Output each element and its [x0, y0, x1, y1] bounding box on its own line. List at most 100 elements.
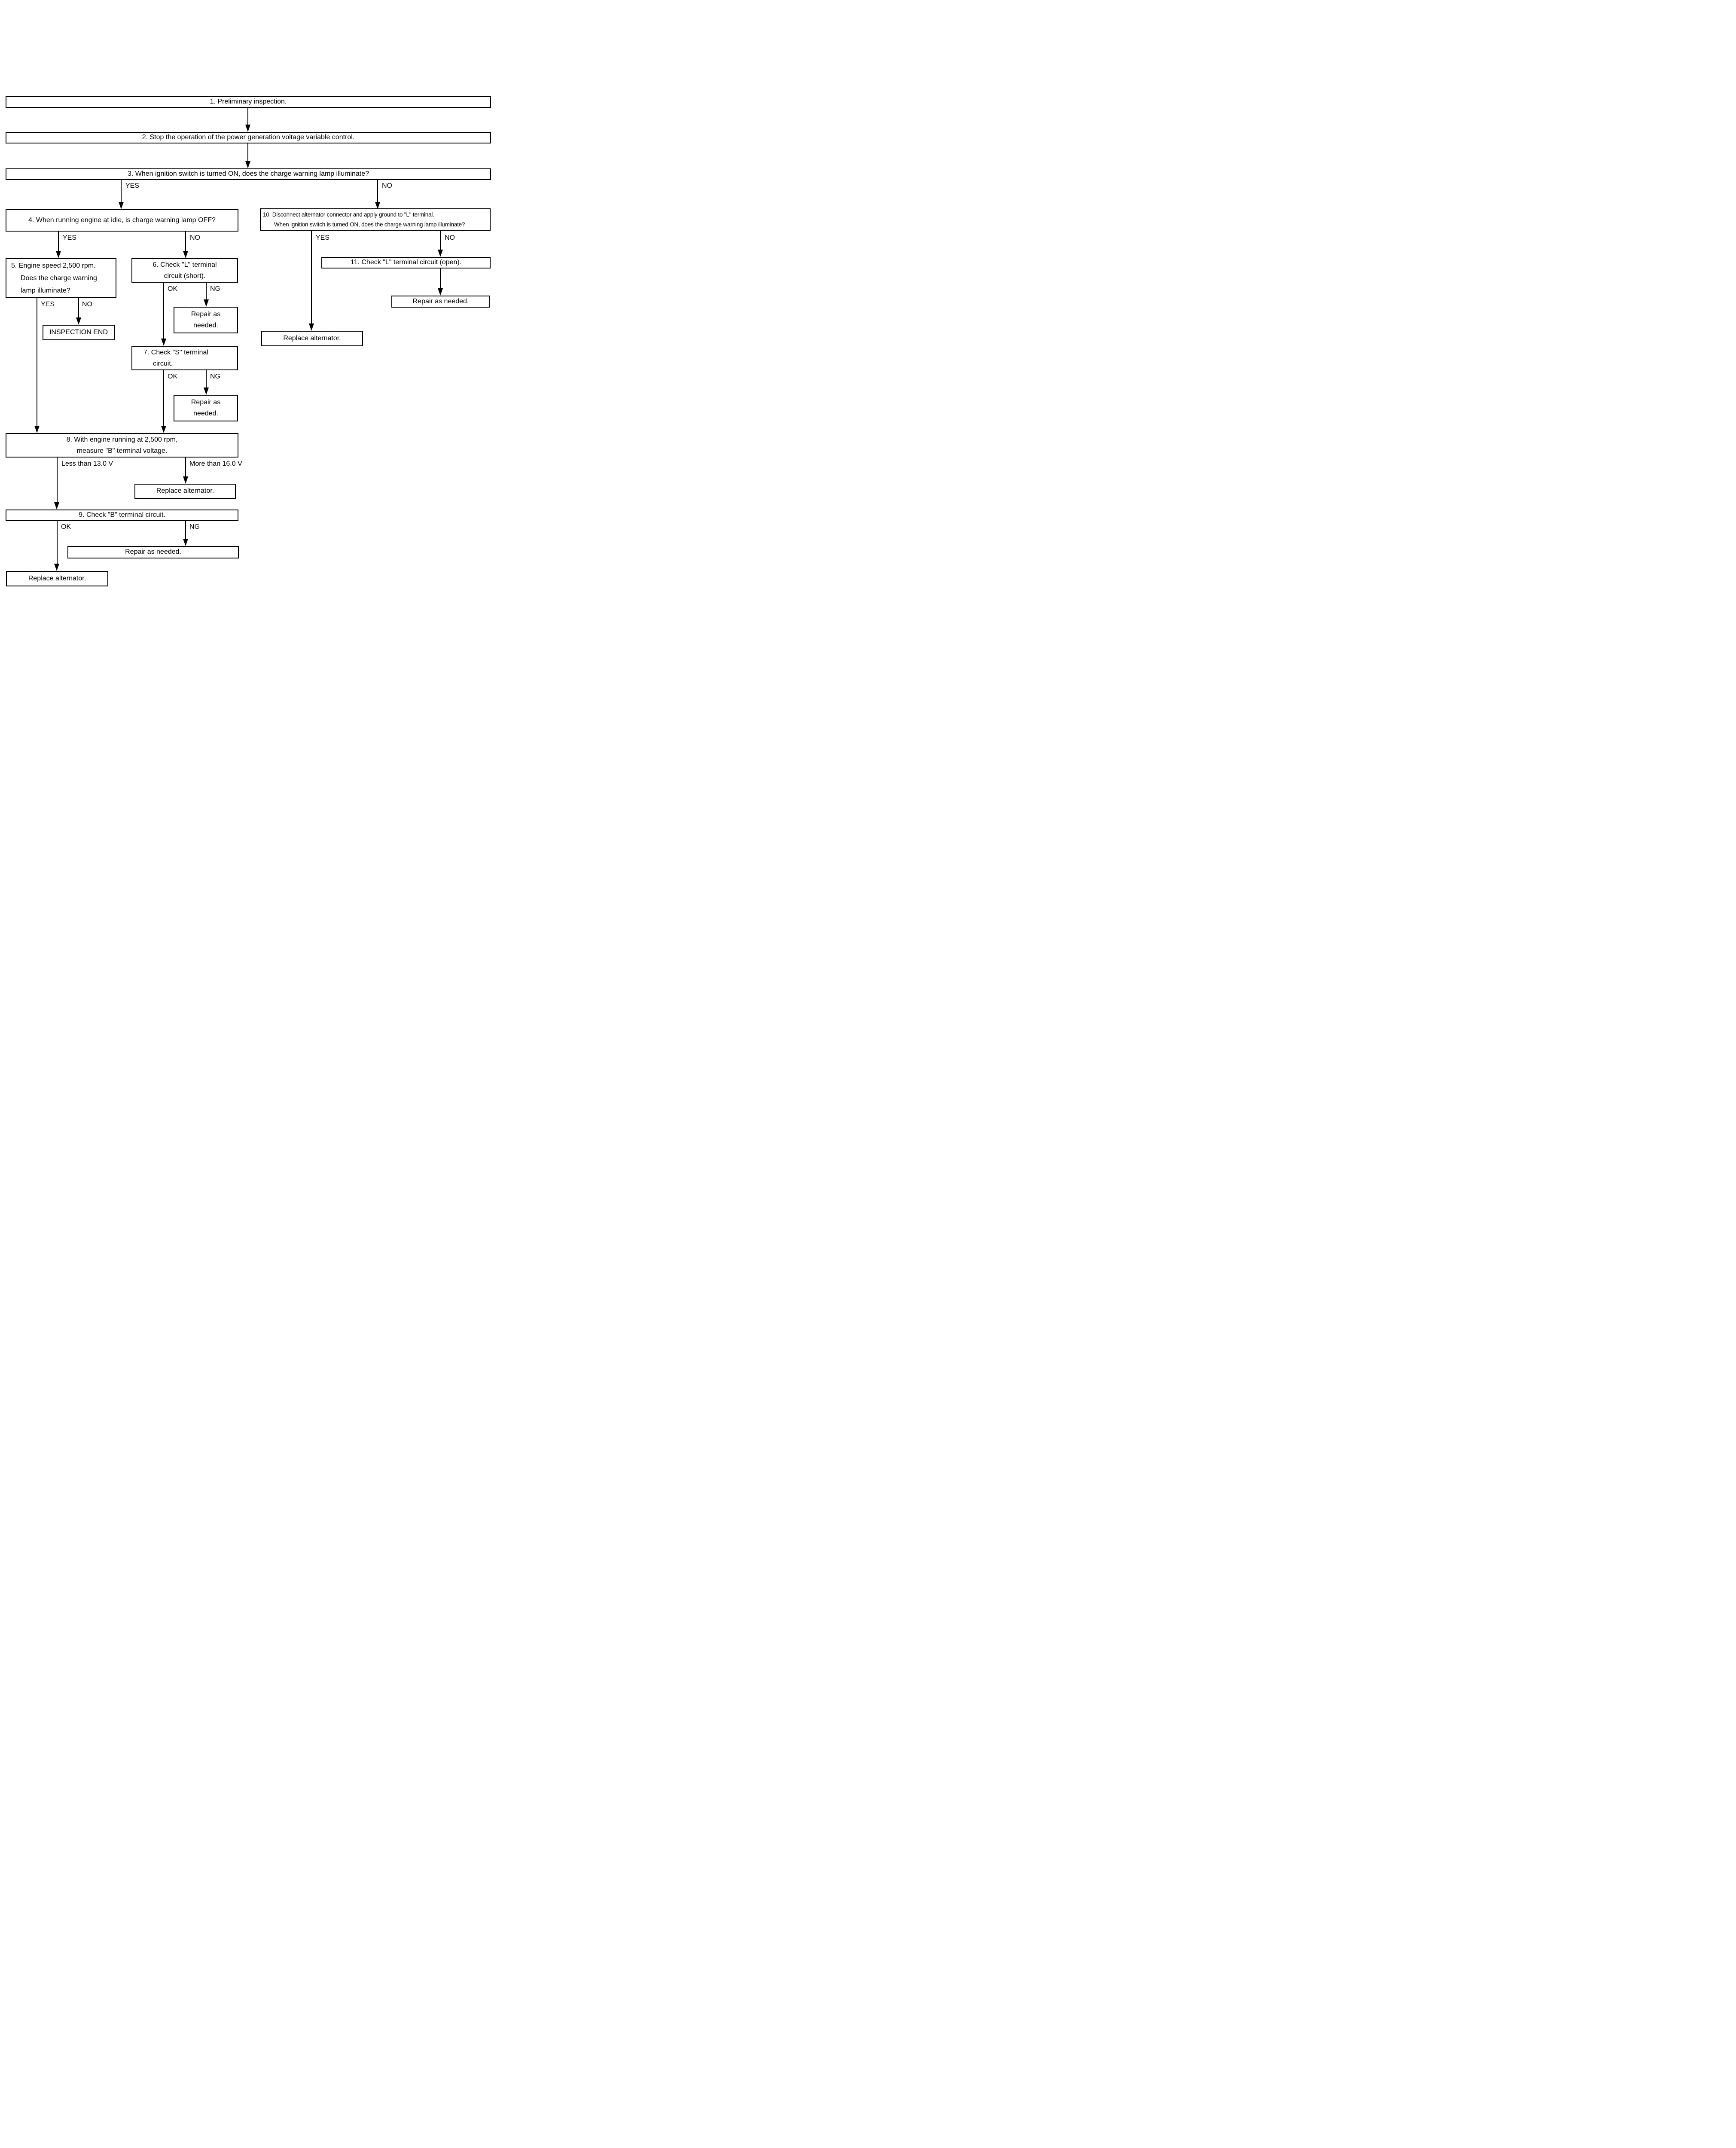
arrowhead-n11-repair — [438, 288, 443, 296]
node-11-label: 11. Check "L" terminal circuit (open). — [350, 259, 462, 266]
arrowhead-n7-ok-n8 — [161, 426, 166, 433]
branch-label-n10-no: NO — [445, 234, 455, 241]
replace-10-label: Replace alternator. — [283, 334, 341, 342]
repair-as-needed-after-6: Repair as needed. — [174, 307, 238, 333]
connector-n3-yes-n4 — [121, 180, 122, 203]
flowchart-canvas: 1. Preliminary inspection. 2. Stop the o… — [0, 0, 495, 671]
node-1-preliminary-inspection: 1. Preliminary inspection. — [6, 96, 491, 108]
branch-label-n3-no: NO — [382, 182, 392, 189]
repair-as-needed-after-9: Repair as needed. — [67, 546, 239, 558]
branch-label-n5-yes: YES — [41, 301, 55, 308]
branch-label-n4-yes: YES — [63, 234, 77, 241]
node-7-line-1: 7. Check "S" terminal — [143, 348, 208, 356]
node-4-label: 4. When running engine at idle, is charg… — [28, 216, 216, 224]
node-3-ignition-on-lamp-illuminate: 3. When ignition switch is turned ON, do… — [6, 168, 491, 180]
arrowhead-n7-ng-repair — [204, 387, 209, 395]
replace-alternator-after-9: Replace alternator. — [6, 571, 108, 586]
repair-7-line-2: needed. — [193, 410, 218, 417]
branch-label-n10-yes: YES — [316, 234, 330, 241]
arrowhead-n6-ok-n7 — [161, 339, 166, 346]
branch-label-n9-ok: OK — [61, 523, 71, 531]
branch-label-n5-no: NO — [82, 301, 92, 308]
arrowhead-n8-less-n9 — [54, 502, 59, 510]
connector-n5-no-inspection-end — [78, 298, 79, 318]
repair-11-label: Repair as needed. — [412, 297, 469, 305]
node-8-measure-b-terminal-voltage: 8. With engine running at 2,500 rpm, mea… — [6, 433, 238, 458]
node-2-stop-voltage-variable-control: 2. Stop the operation of the power gener… — [6, 132, 491, 143]
arrowhead-n9-ng-repair — [183, 539, 188, 546]
node-7-check-s-terminal: 7. Check "S" terminal circuit. — [131, 346, 238, 370]
arrowhead-n8-more-replace — [183, 476, 188, 484]
node-7-line-2: circuit. — [153, 360, 173, 367]
node-6-line-1: 6. Check "L" terminal — [153, 261, 217, 268]
connector-n10-yes-replace — [311, 231, 312, 324]
node-10-disconnect-alternator-ground-l: 10. Disconnect alternator connector and … — [260, 208, 491, 231]
node-10-line-1: 10. Disconnect alternator connector and … — [263, 211, 434, 218]
repair-7-line-1: Repair as — [191, 399, 221, 406]
repair-9-label: Repair as needed. — [125, 548, 181, 556]
node-5-line-1: 5. Engine speed 2,500 rpm. — [11, 262, 96, 269]
connector-n10-no-n11 — [440, 231, 441, 250]
connector-n6-ok-n7 — [163, 283, 164, 339]
arrowhead-n2-n3 — [245, 161, 250, 168]
node-6-check-l-terminal-short: 6. Check "L" terminal circuit (short). — [131, 258, 238, 283]
branch-label-n3-yes: YES — [125, 182, 140, 189]
node-5-engine-2500rpm-lamp: 5. Engine speed 2,500 rpm. Does the char… — [6, 258, 116, 298]
inspection-end-label: INSPECTION END — [49, 328, 108, 336]
repair-6-line-1: Repair as — [191, 311, 221, 318]
branch-label-n7-ng: NG — [210, 373, 220, 380]
branch-label-n6-ng: NG — [210, 285, 220, 293]
node-11-check-l-terminal-open: 11. Check "L" terminal circuit (open). — [321, 257, 491, 268]
arrowhead-n3-yes — [119, 202, 124, 209]
replace-alternator-after-10: Replace alternator. — [261, 331, 363, 346]
node-2-label: 2. Stop the operation of the power gener… — [142, 134, 355, 141]
node-1-label: 1. Preliminary inspection. — [210, 98, 287, 106]
arrowhead-n1-n2 — [245, 125, 250, 132]
connector-n7-ok-n8 — [163, 370, 164, 427]
connector-n9-ok-replace — [57, 521, 58, 564]
arrowhead-n4-no — [183, 251, 188, 258]
node-8-line-1: 8. With engine running at 2,500 rpm, — [66, 436, 178, 443]
connector-n2-n3 — [247, 143, 248, 162]
replace-9-label: Replace alternator. — [28, 574, 86, 582]
connector-n7-ng-repair — [206, 370, 207, 388]
node-8-line-2: measure "B" terminal voltage. — [76, 447, 168, 455]
arrowhead-n6-ng-repair — [204, 299, 209, 307]
node-6-line-2: circuit (short). — [164, 272, 206, 280]
repair-as-needed-after-11: Repair as needed. — [391, 296, 490, 308]
arrowhead-n5-no-end — [76, 317, 81, 325]
branch-label-n8-less-than-13v: Less than 13.0 V — [61, 460, 113, 467]
connector-n8-less-n9 — [57, 458, 58, 503]
repair-as-needed-after-7: Repair as needed. — [174, 395, 238, 421]
node-9-label: 9. Check "B" terminal circuit. — [79, 511, 165, 519]
arrowhead-n5-yes-n8 — [34, 426, 40, 433]
node-10-line-2: When ignition switch is turned ON, does … — [274, 221, 465, 228]
arrowhead-n10-yes — [309, 323, 314, 331]
branch-label-n4-no: NO — [190, 234, 200, 241]
arrowhead-n3-no — [375, 202, 380, 209]
connector-n4-no-n6 — [185, 232, 186, 252]
repair-6-line-2: needed. — [193, 322, 218, 329]
connector-n3-no-n10 — [377, 180, 378, 203]
node-3-label: 3. When ignition switch is turned ON, do… — [127, 170, 369, 178]
connector-n6-ng-repair — [206, 283, 207, 300]
replace-8-label: Replace alternator. — [156, 487, 214, 495]
connector-n11-repair — [440, 268, 441, 289]
node-9-check-b-terminal-circuit: 9. Check "B" terminal circuit. — [6, 510, 238, 521]
branch-label-n6-ok: OK — [168, 285, 178, 293]
connector-n9-ng-repair — [185, 521, 186, 540]
arrowhead-n10-no — [438, 250, 443, 257]
arrowhead-n4-yes — [56, 251, 61, 258]
arrowhead-n9-ok-replace — [54, 564, 59, 571]
branch-label-n8-more-than-16v: More than 16.0 V — [189, 460, 242, 467]
connector-n4-yes-n5 — [58, 232, 59, 252]
inspection-end: INSPECTION END — [43, 325, 115, 340]
node-4-idle-lamp-off: 4. When running engine at idle, is charg… — [6, 209, 238, 232]
branch-label-n7-ok: OK — [168, 373, 178, 380]
replace-alternator-after-8: Replace alternator. — [134, 484, 236, 499]
node-5-line-3: lamp illuminate? — [21, 287, 70, 294]
branch-label-n9-ng: NG — [189, 523, 200, 531]
connector-n8-more-replace — [185, 458, 186, 477]
connector-n1-n2 — [247, 108, 248, 125]
node-5-line-2: Does the charge warning — [21, 274, 97, 282]
